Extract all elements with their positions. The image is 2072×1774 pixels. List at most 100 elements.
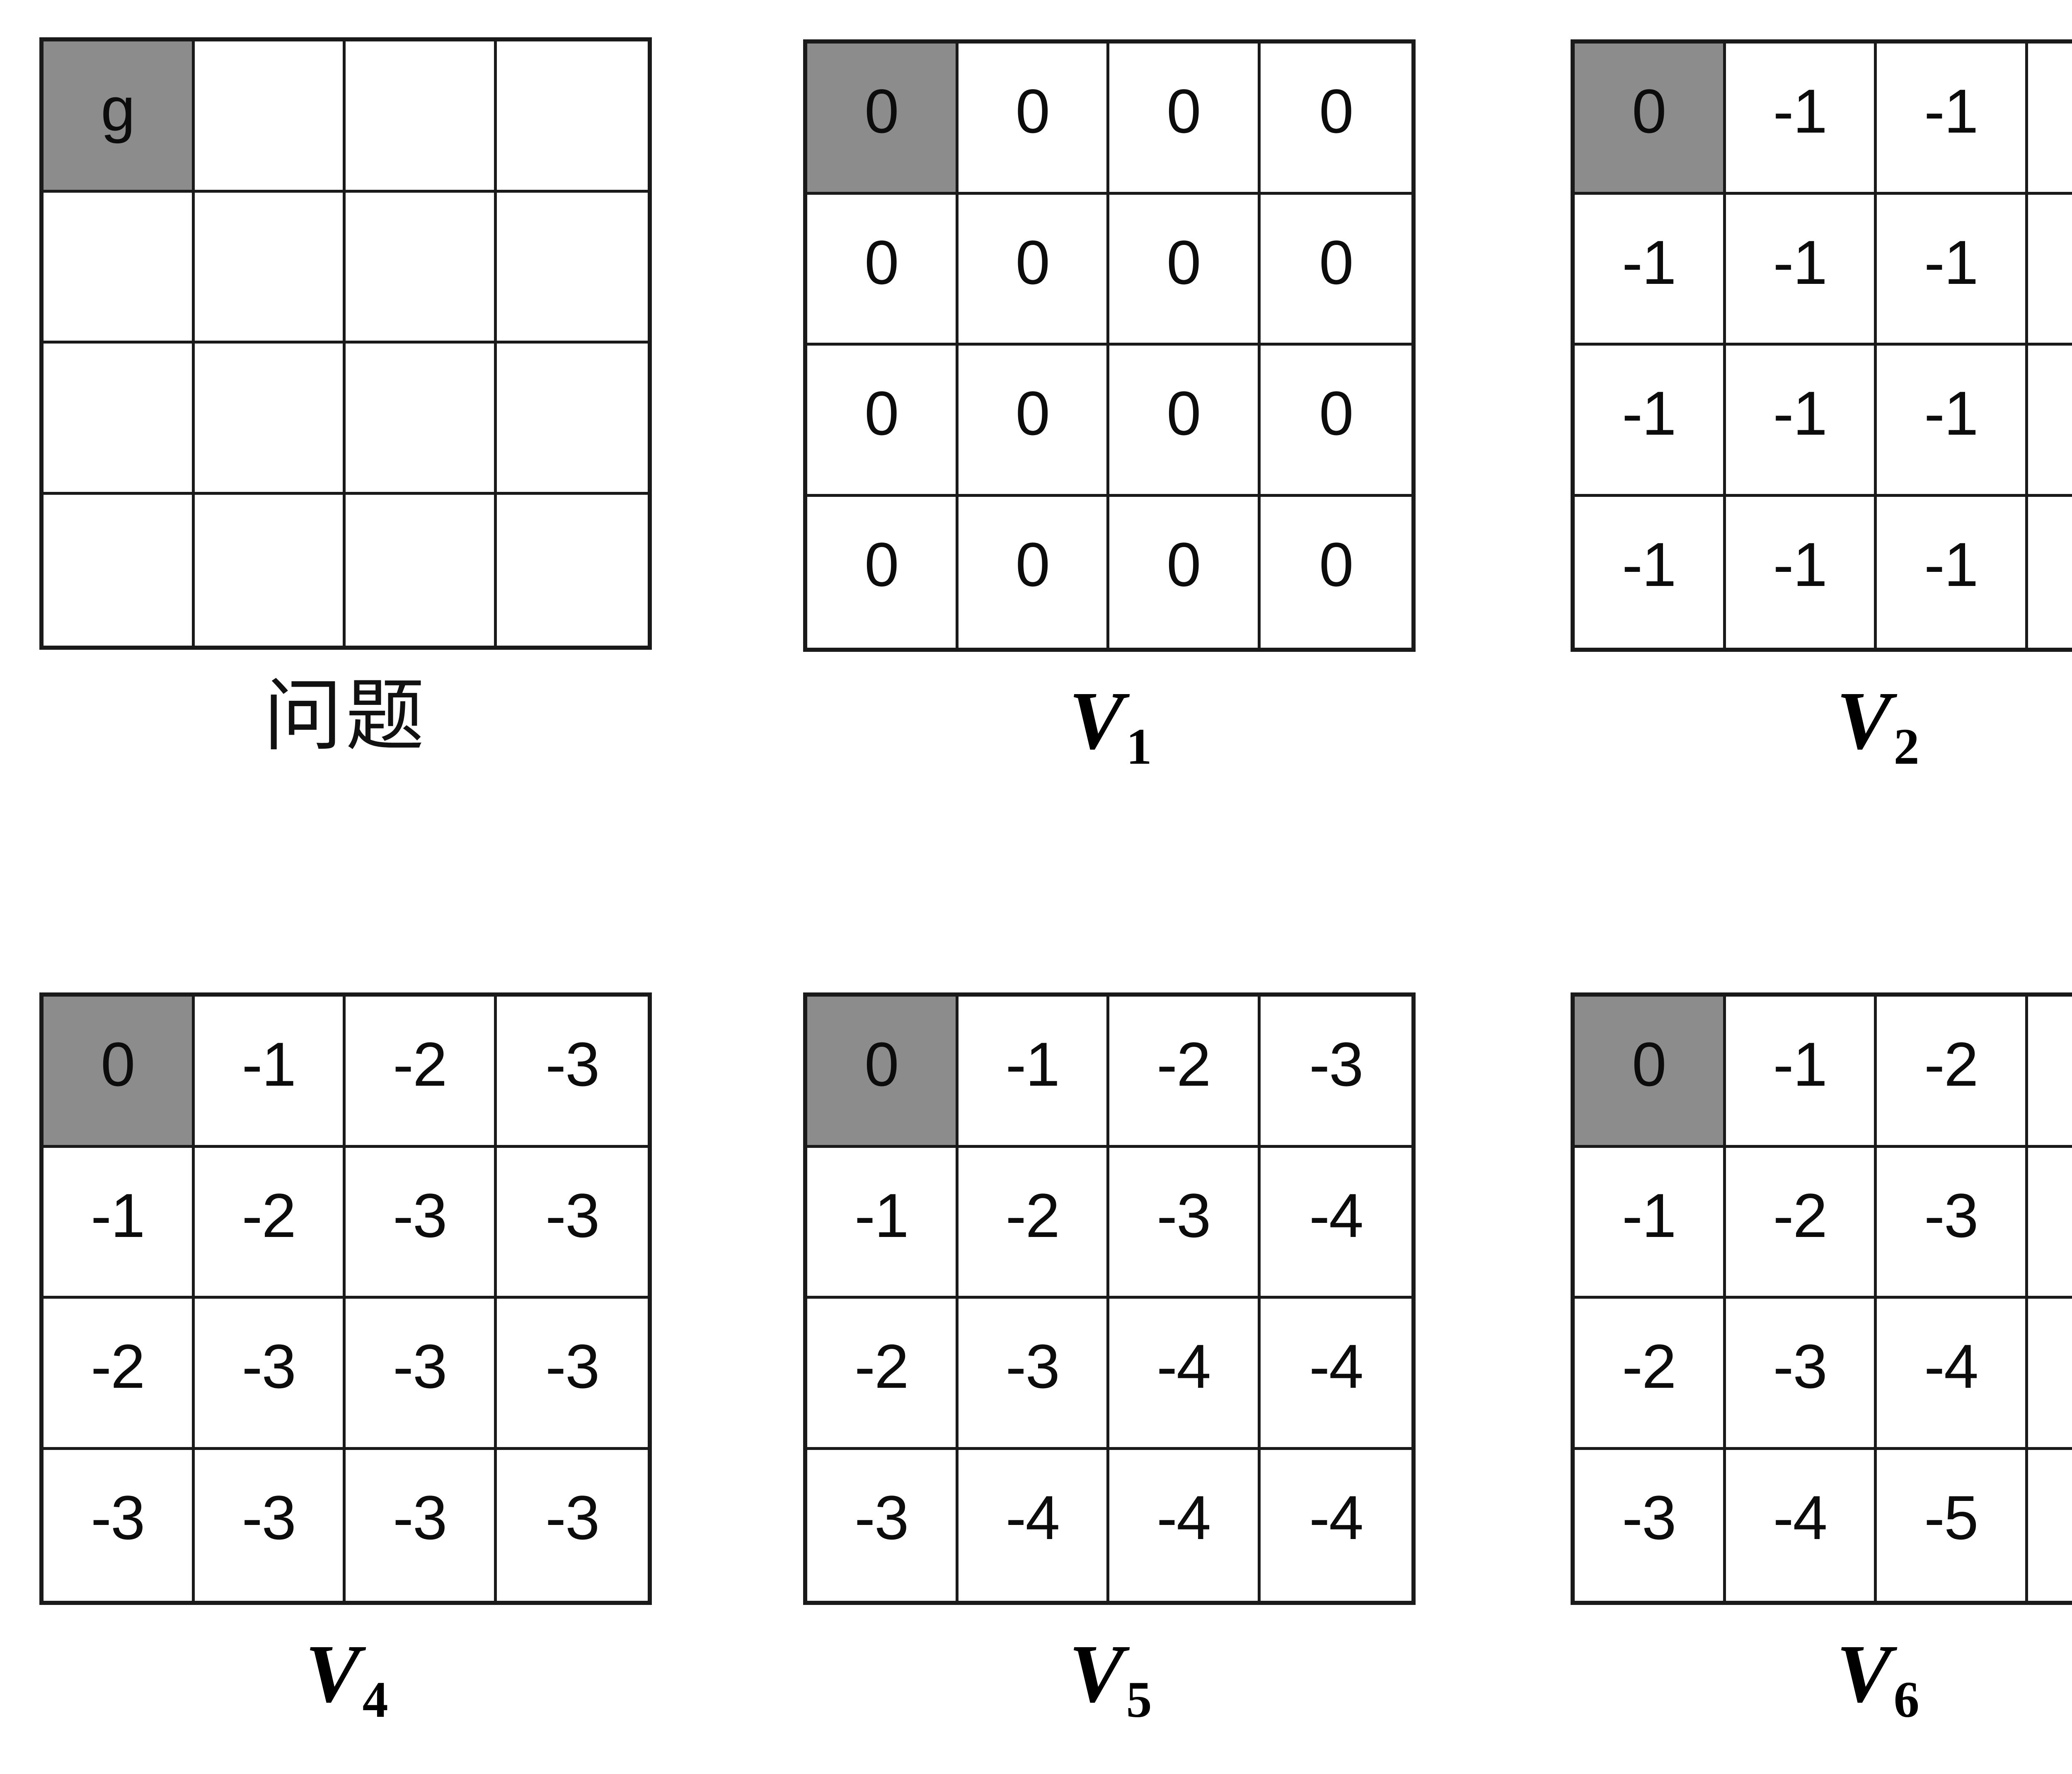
grid-cell: 0 (1260, 44, 1411, 195)
cell-value: -1 (1773, 378, 1828, 448)
grid-cell: -3 (194, 1299, 346, 1450)
grid-cell (194, 494, 346, 646)
panel-caption-V6: V6 (1571, 1633, 2072, 1726)
caption-subscript: 2 (1893, 718, 1920, 775)
cell-value: -1 (1622, 1180, 1676, 1250)
grid-cell: -3 (1877, 1147, 2028, 1299)
grid-cell: -1 (194, 997, 346, 1148)
grid-cell: 0 (958, 44, 1109, 195)
grid-cell (44, 344, 195, 495)
grid-cell: -3 (1575, 1450, 1726, 1601)
caption-text: 问题 (263, 673, 428, 760)
caption-symbol: V (305, 1628, 361, 1720)
grid-cell: -3 (194, 1450, 346, 1601)
cell-value: -3 (545, 1482, 600, 1552)
cell-value: -3 (545, 1331, 600, 1401)
grid-V6: 0-1-2-3-1-2-3-4-2-3-4-5-3-4-5-5 (1571, 992, 2072, 1605)
caption-subscript: 4 (362, 1671, 388, 1728)
cell-value: -1 (91, 1180, 145, 1250)
caption-math: V6 (1836, 1633, 1919, 1726)
grid-cell: -3 (44, 1450, 195, 1601)
grid-cell: -3 (346, 1147, 497, 1299)
caption-symbol: V (1836, 1628, 1892, 1720)
grid-V2: 0-1-1-1-1-1-1-1-1-1-1-1-1-1-1-1 (1571, 39, 2072, 652)
value-table-panel-V2: 0-1-1-1-1-1-1-1-1-1-1-1-1-1-1-1V2 (1571, 39, 2072, 772)
caption-math: V5 (1069, 1633, 1152, 1726)
cell-value: g (101, 74, 135, 144)
grid-cell: -5 (2028, 1299, 2072, 1450)
cell-value: 0 (1319, 76, 1353, 146)
cell-value: -4 (1309, 1331, 1363, 1401)
grid-V5: 0-1-2-3-1-2-3-4-2-3-4-4-3-4-4-4 (803, 992, 1416, 1605)
cell-value: -4 (1309, 1180, 1363, 1250)
panel-caption-V4: V4 (39, 1633, 652, 1726)
cell-value: 0 (864, 227, 899, 297)
cell-value: -1 (1773, 227, 1828, 297)
cell-value: 0 (1319, 378, 1353, 448)
cell-value: -4 (1309, 1482, 1363, 1552)
grid-cell (44, 192, 195, 344)
cell-value: -3 (393, 1482, 447, 1552)
grid-cell: 0 (1575, 997, 1726, 1148)
grid-cell: 0 (807, 346, 959, 497)
grid-cell: -3 (346, 1450, 497, 1601)
grid-cell: -2 (958, 1147, 1109, 1299)
grid-cell: -2 (1109, 997, 1261, 1148)
cell-value: -4 (1005, 1482, 1060, 1552)
cell-value: -2 (393, 1029, 447, 1099)
cell-value: -2 (242, 1180, 296, 1250)
caption-math: V4 (305, 1633, 388, 1726)
cell-value: -3 (1005, 1331, 1060, 1401)
grid-cell (346, 192, 497, 344)
cell-value: 0 (864, 378, 899, 448)
grid-cell: -2 (1877, 997, 2028, 1148)
cell-value: 0 (1015, 529, 1050, 599)
cell-value: 0 (1319, 227, 1353, 297)
grid-cell: -1 (1726, 194, 1877, 346)
cell-value: -2 (1622, 1331, 1676, 1401)
cell-value: -5 (1924, 1482, 1978, 1552)
grid-cell: -2 (1575, 1299, 1726, 1450)
cell-value: -2 (854, 1331, 909, 1401)
caption-symbol: V (1836, 675, 1892, 767)
cell-value: 0 (1167, 529, 1201, 599)
caption-math: V2 (1836, 680, 1919, 772)
grid-cell (194, 41, 346, 193)
grid-cell: -2 (194, 1147, 346, 1299)
grid-cell (346, 344, 497, 495)
cell-value: -4 (1157, 1331, 1211, 1401)
grid-cell (496, 494, 648, 646)
cell-value: -3 (545, 1029, 600, 1099)
cell-value: 0 (1632, 76, 1666, 146)
grid-cell: -1 (1726, 346, 1877, 497)
cell-value: 0 (101, 1029, 135, 1099)
cell-value: 0 (1167, 227, 1201, 297)
grid-problem: g (39, 37, 652, 650)
grid-cell: -4 (1260, 1450, 1411, 1601)
cell-value: 0 (1167, 76, 1201, 146)
value-table-panel-V6: 0-1-2-3-1-2-3-4-2-3-4-5-3-4-5-5V6 (1571, 992, 2072, 1726)
grid-cell: 0 (807, 997, 959, 1148)
grid-cell: 0 (1109, 496, 1261, 648)
grid-cell: -1 (2028, 346, 2072, 497)
caption-symbol: V (1069, 675, 1124, 767)
grid-cell: -3 (2028, 997, 2072, 1148)
cell-value: -1 (1924, 76, 1978, 146)
grid-cell (496, 192, 648, 344)
grid-cell: 0 (44, 997, 195, 1148)
grid-cell: -1 (1575, 194, 1726, 346)
grid-cell: -4 (2028, 1147, 2072, 1299)
cell-value: 0 (1015, 227, 1050, 297)
grid-cell: -4 (1109, 1299, 1261, 1450)
grid-cell: -5 (1877, 1450, 2028, 1601)
grid-cell: -4 (958, 1450, 1109, 1601)
grid-cell: 0 (1575, 44, 1726, 195)
cell-value: -1 (1622, 227, 1676, 297)
cell-value: -3 (242, 1331, 296, 1401)
grid-cell: -1 (958, 997, 1109, 1148)
caption-subscript: 1 (1126, 718, 1152, 775)
grid-cell: g (44, 41, 195, 193)
